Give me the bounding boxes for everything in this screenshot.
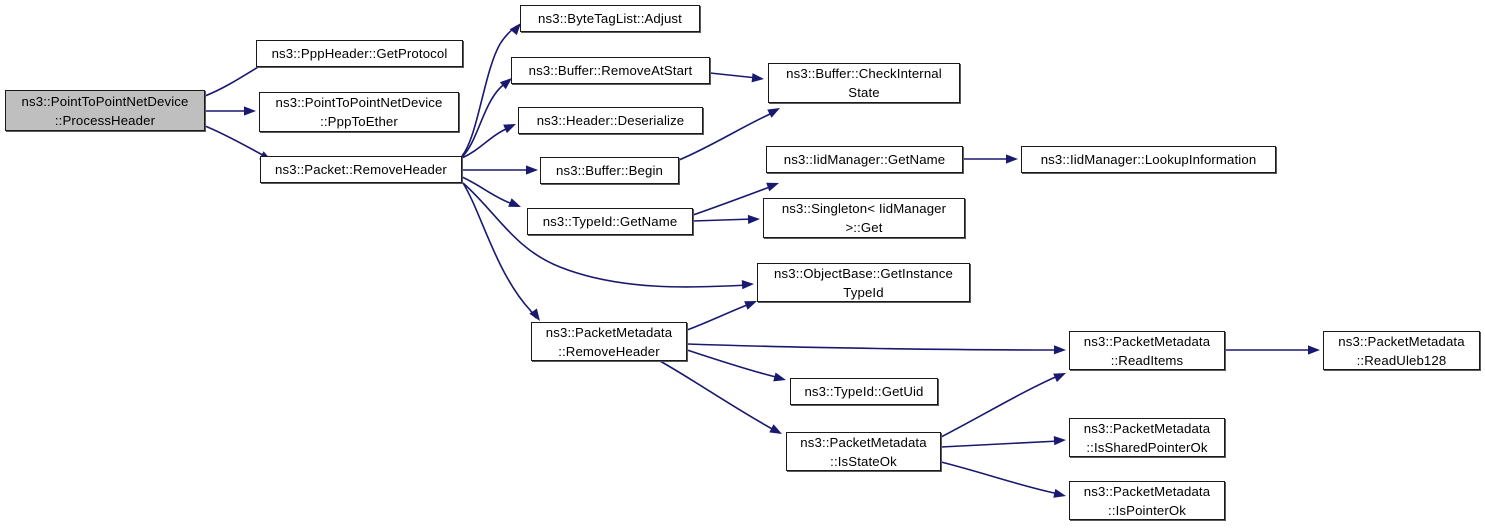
arrowhead-icon (1053, 488, 1066, 498)
edge-typeid_get_name-to-iidmanager_get_name (692, 184, 775, 216)
edge-packetmetadata_is_state_ok-to-packetmetadata_read_items (940, 374, 1061, 438)
edge-packetmetadata_remove_header-to-packetmetadata_read_items (686, 343, 1060, 351)
graph-node-objectbase_get_instance_typeid[interactable]: ns3::ObjectBase::GetInstance TypeId (757, 263, 970, 302)
graph-node-label: ns3::IidManager::GetName (783, 152, 946, 167)
graph-node-packetmetadata_read_uleb128[interactable]: ns3::PacketMetadata ::ReadUleb128 (1323, 331, 1480, 370)
graph-node-process_header[interactable]: ns3::PointToPointNetDevice ::ProcessHead… (5, 90, 205, 131)
graph-node-label: ns3::PacketMetadata ::ReadUleb128 (1338, 333, 1465, 368)
arrowhead-icon (499, 78, 512, 90)
edge-typeid_get_name-to-singleton_get (692, 218, 754, 222)
graph-node-typeid_get_uid[interactable]: ns3::TypeId::GetUid (790, 378, 938, 405)
graph-node-label: ns3::PacketMetadata ::ReadItems (1083, 333, 1211, 368)
arrowhead-icon (1053, 345, 1066, 355)
edge-packetmetadata_remove_header-to-typeid_get_uid (686, 349, 781, 379)
graph-node-packetmetadata_is_state_ok[interactable]: ns3::PacketMetadata ::IsStateOk (786, 432, 941, 471)
graph-node-label: ns3::PointToPointNetDevice ::PppToEther (275, 95, 443, 129)
graph-node-label: ns3::ByteTagList::Adjust (538, 11, 682, 26)
graph-node-label: ns3::Buffer::Begin (556, 163, 663, 178)
arrowhead-icon (503, 124, 516, 134)
edge-packetmetadata_is_state_ok-to-packetmetadata_is_pointer_ok (940, 461, 1060, 495)
edge-packetmetadata_remove_header-to-packetmetadata_is_state_ok (659, 360, 777, 432)
graph-node-label: ns3::IidManager::LookupInformation (1040, 152, 1257, 167)
arrowhead-icon (751, 73, 764, 83)
edge-packet_remove_header-to-buffer_remove_at_start (461, 80, 509, 158)
graph-node-label: ns3::TypeId::GetUid (804, 384, 924, 399)
arrowhead-icon (766, 182, 779, 192)
graph-node-label: ns3::PacketMetadata ::IsSharedPointerOk (1083, 420, 1211, 455)
edge-packet_remove_header-to-packetmetadata_remove_header (462, 182, 537, 319)
arrowhead-icon (509, 23, 521, 36)
graph-node-label: ns3::ObjectBase::GetInstance TypeId (774, 265, 953, 300)
arrowhead-icon (1053, 373, 1066, 383)
graph-node-label: ns3::PointToPointNetDevice ::ProcessHead… (21, 93, 189, 128)
graph-node-packetmetadata_remove_header[interactable]: ns3::PacketMetadata ::RemoveHeader (531, 322, 687, 361)
arrowhead-icon (767, 108, 780, 118)
edge-buffer_begin-to-buffer_check_internal_state (678, 110, 776, 161)
arrowhead-icon (526, 165, 538, 175)
arrowhead-icon (529, 308, 540, 321)
edge-buffer_remove_at_start-to-buffer_check_internal_state (709, 72, 758, 79)
arrowhead-icon (508, 198, 521, 207)
edge-packet_remove_header-to-bytetaglist_adjust (461, 25, 518, 157)
graph-node-buffer_begin[interactable]: ns3::Buffer::Begin (540, 157, 679, 184)
arrowhead-icon (741, 280, 754, 290)
graph-node-label: ns3::PppHeader::GetProtocol (271, 46, 448, 61)
graph-node-packetmetadata_is_pointer_ok[interactable]: ns3::PacketMetadata ::IsPointerOk (1069, 481, 1225, 520)
arrowhead-icon (1308, 345, 1320, 355)
graph-node-packetmetadata_read_items[interactable]: ns3::PacketMetadata ::ReadItems (1069, 331, 1225, 370)
arrowhead-icon (773, 372, 786, 382)
graph-node-iidmanager_lookup_information[interactable]: ns3::IidManager::LookupInformation (1021, 146, 1276, 173)
graph-node-get_protocol[interactable]: ns3::PppHeader::GetProtocol (256, 40, 463, 67)
arrowhead-icon (769, 424, 782, 434)
graph-node-label: ns3::TypeId::GetName (542, 214, 678, 229)
graph-node-buffer_remove_at_start[interactable]: ns3::Buffer::RemoveAtStart (511, 57, 710, 84)
arrowhead-icon (1053, 436, 1066, 446)
graph-node-buffer_check_internal_state[interactable]: ns3::Buffer::CheckInternal State (768, 63, 960, 103)
arrowhead-icon (747, 214, 760, 225)
graph-node-packet_remove_header[interactable]: ns3::Packet::RemoveHeader (260, 156, 462, 183)
graph-node-label: ns3::PacketMetadata ::RemoveHeader (545, 324, 673, 359)
graph-node-label: ns3::Singleton< IidManager >::Get (781, 201, 947, 235)
graph-node-ppp_to_ether[interactable]: ns3::PointToPointNetDevice ::PppToEther (259, 92, 459, 132)
arrowhead-icon (1006, 154, 1018, 164)
graph-node-label: ns3::PacketMetadata ::IsPointerOk (1083, 483, 1211, 518)
graph-node-label: ns3::PacketMetadata ::IsStateOk (800, 434, 927, 469)
graph-node-label: ns3::Header::Deserialize (536, 113, 685, 128)
edges-group (204, 25, 1313, 495)
graph-node-header_deserialize[interactable]: ns3::Header::Deserialize (518, 107, 703, 134)
graph-node-label: ns3::Buffer::RemoveAtStart (528, 63, 693, 78)
graph-node-label: ns3::Buffer::CheckInternal State (786, 66, 942, 100)
edge-packet_remove_header-to-typeid_get_name (461, 176, 517, 206)
graph-node-typeid_get_name[interactable]: ns3::TypeId::GetName (527, 208, 693, 235)
arrowhead-icon (744, 301, 757, 310)
graph-node-iidmanager_get_name[interactable]: ns3::IidManager::GetName (766, 146, 963, 173)
edge-packetmetadata_is_state_ok-to-packetmetadata_is_shared_pointer_ok (940, 440, 1060, 448)
graph-node-label: ns3::Packet::RemoveHeader (275, 162, 447, 177)
edge-packet_remove_header-to-objectbase_get_instance_typeid (462, 182, 748, 288)
graph-node-bytetaglist_adjust[interactable]: ns3::ByteTagList::Adjust (520, 5, 700, 32)
edge-packetmetadata_remove_header-to-objectbase_get_instance_typeid (686, 302, 753, 331)
graph-node-singleton_get[interactable]: ns3::Singleton< IidManager >::Get (763, 198, 965, 238)
graph-node-packetmetadata_is_shared_pointer_ok[interactable]: ns3::PacketMetadata ::IsSharedPointerOk (1069, 418, 1225, 457)
arrowhead-icon (244, 106, 256, 116)
